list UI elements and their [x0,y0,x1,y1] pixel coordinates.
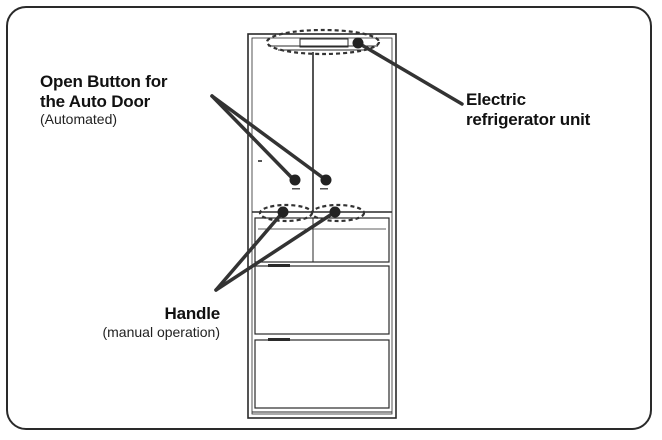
button-label-mark-left [292,188,300,190]
leader-handle-right [214,210,337,292]
leader-handle-left [214,210,285,292]
handle-dot-right [329,206,341,218]
electric-unit-label-line2: refrigerator unit [466,109,591,129]
drawer-2-handle [268,264,290,267]
drawer-2 [254,265,390,335]
leader-electric-unit [358,42,464,106]
fridge-cabinet [247,33,397,419]
drawer-3-handle [268,338,290,341]
electric-unit-housing [299,38,349,48]
fridge-cabinet-inner [251,37,393,415]
handle-label-line1: Handle [164,304,221,323]
button-label-mark-right [320,188,328,190]
open-button-label-line2: the Auto Door [40,91,151,111]
handle-highlight-right [310,203,366,223]
electric-unit-label: Electric refrigerator unit [466,90,590,129]
door-mark [258,160,262,162]
open-button-dot-left [289,174,301,186]
open-button-label-note: (Automated) [40,111,118,128]
drawer-3 [254,339,390,409]
drawer-1 [254,217,390,263]
electric-unit-dot [352,37,364,49]
open-button-label-line1: Open Button for [40,72,168,91]
handle-label: Handle (manual operation) [74,304,220,340]
handle-dot-left [277,206,289,218]
open-button-dot-right [320,174,332,186]
leader-open-button-left [210,94,296,182]
electric-unit-highlight [265,28,381,56]
open-button-label: Open Button for the Auto Door (Automated… [40,72,168,128]
leader-open-button-right [210,94,328,182]
handle-label-note: (manual operation) [102,323,220,340]
electric-unit-label-line1: Electric [466,90,526,109]
